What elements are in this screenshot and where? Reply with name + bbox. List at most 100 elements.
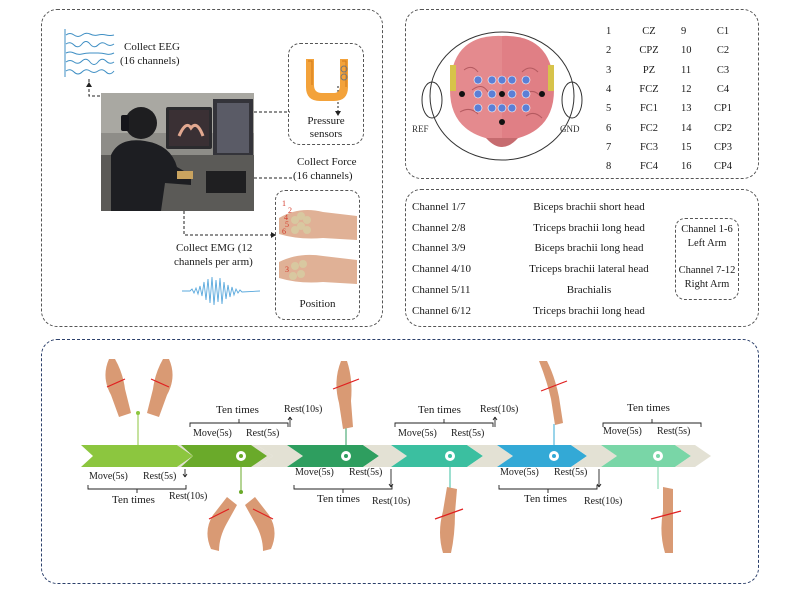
rest-label-6: Rest(5s): [657, 426, 691, 437]
pressure-sensor-box: [288, 43, 364, 145]
ten-times-label-4: Ten times: [418, 404, 461, 416]
eeg-channel-name: C3: [716, 64, 730, 76]
timeline-braces: [87, 416, 702, 493]
right-arm-channels: Channel 7-12: [678, 265, 736, 276]
eeg-channel-number: 7: [606, 141, 612, 153]
protocol-panel: [41, 339, 759, 584]
protocol-timeline: [81, 359, 711, 553]
rest-label-5: Rest(5s): [554, 467, 588, 478]
brain-icon: REF GND: [412, 31, 583, 161]
eeg-channel-number: 4: [606, 83, 612, 95]
ref-label: REF: [412, 124, 429, 134]
eeg-channel-name: C1: [716, 26, 730, 37]
eeg-channel-number: 14: [681, 122, 692, 134]
position-label: Position: [299, 298, 336, 310]
eeg-title: Collect EEG: [124, 41, 180, 53]
arm-assignment-box: [675, 218, 739, 300]
rest-label-3: Rest(5s): [349, 467, 383, 478]
eeg-channel-number: 10: [681, 45, 692, 57]
emg-muscle-label: Triceps brachii long head: [533, 221, 645, 234]
timeline-arrows: [81, 445, 711, 467]
eeg-channels: (16 channels): [120, 55, 180, 67]
eeg-channel-name: CP3: [713, 141, 733, 153]
eeg-channel-name: CPZ: [639, 45, 659, 57]
force-title: Collect Force: [297, 156, 357, 168]
emg-signal-icon: [182, 276, 260, 306]
clock-icon: [236, 451, 663, 461]
emg-channel-label: Channel 1/7: [412, 201, 466, 213]
right-arm-label: Right Arm: [684, 279, 730, 290]
emg-muscle-label: Brachialis: [566, 283, 612, 296]
eeg-channel-number: 6: [606, 122, 612, 134]
eeg-channel-name: FCZ: [639, 83, 659, 95]
rest-label-2: Rest(5s): [246, 428, 280, 439]
rest-long-label-3: Rest(10s): [372, 496, 411, 507]
eeg-channel-name: CZ: [642, 26, 656, 37]
movement-arrows: [106, 378, 682, 520]
emg-channel-label: Channel 2/8: [412, 221, 466, 234]
eeg-channel-name: FC1: [639, 103, 659, 115]
emg-channel-label: Channel 4/10: [412, 263, 471, 276]
emg-title-line1: Collect EMG (12: [176, 242, 253, 254]
hand-stems: [136, 411, 659, 494]
move-label-2: Move(5s): [193, 428, 232, 439]
move-label-1: Move(5s): [89, 471, 128, 482]
emg-table-panel: [405, 189, 759, 327]
eeg-channel-name: FC3: [639, 141, 659, 153]
ten-times-label-1: Ten times: [112, 494, 155, 506]
eeg-channel-number: 5: [606, 103, 612, 115]
move-label-3: Move(5s): [295, 467, 334, 478]
eeg-channel-number: 8: [606, 161, 612, 173]
eeg-channel-name: C2: [716, 45, 730, 57]
emg-muscle-label: Triceps brachii long head: [533, 304, 645, 317]
eeg-channel-number: 3: [606, 64, 612, 76]
rest-label-1: Rest(5s): [143, 471, 177, 482]
eeg-wave-icon: [64, 28, 118, 78]
emg-muscle-label: Triceps brachii lateral head: [529, 263, 649, 276]
emg-channel-label: Channel 3/9: [412, 242, 466, 255]
eeg-channel-number: 16: [681, 161, 692, 173]
emg-channel-label: Channel 5/11: [412, 283, 471, 296]
eeg-channel-number: 12: [681, 83, 692, 95]
emg-muscle-label: Biceps brachii short head: [533, 201, 645, 213]
rest-long-label-5: Rest(10s): [584, 496, 623, 507]
hand-icon: [105, 359, 673, 553]
eeg-channel-number: 9: [681, 26, 687, 37]
move-label-5: Move(5s): [500, 467, 539, 478]
electrode-number: 5: [285, 220, 289, 229]
rest-label-4: Rest(5s): [451, 428, 485, 439]
left-arm-label: Left Arm: [687, 238, 727, 249]
emg-channel-label: Channel 6/12: [412, 304, 471, 317]
electrode-number: 1: [282, 199, 286, 208]
eeg-channel-number: 1: [606, 26, 612, 37]
eeg-channel-name: C4: [716, 83, 730, 95]
electrode-number: 3: [285, 265, 289, 274]
ten-times-label-5: Ten times: [524, 493, 567, 505]
force-channels: (16 channels): [293, 170, 353, 182]
eeg-channel-name: PZ: [642, 64, 656, 76]
eeg-map-panel: [405, 9, 759, 179]
ten-times-label-3: Ten times: [317, 493, 360, 505]
eeg-channel-name: FC2: [639, 122, 659, 134]
gnd-label: GND: [560, 124, 580, 134]
position-box: [275, 190, 360, 320]
arm-icon: 1 2 4 5 6 3: [279, 199, 357, 284]
ten-times-label-2: Ten times: [216, 404, 259, 416]
rest-long-label-4: Rest(10s): [480, 404, 519, 415]
emg-muscle-label: Biceps brachii long head: [534, 242, 644, 255]
ten-times-label-6: Ten times: [627, 402, 670, 414]
pressure-label-line2: sensors: [309, 128, 343, 140]
electrode-number: 4: [284, 213, 288, 222]
rest-long-label-1: Rest(10s): [169, 491, 208, 502]
subject-photo: [101, 93, 254, 211]
eeg-channel-name: CP1: [713, 103, 733, 115]
move-label-6: Move(5s): [603, 426, 642, 437]
electrode-number: 6: [282, 227, 286, 236]
eeg-channel-name: CP4: [713, 161, 733, 173]
eeg-channel-number: 15: [681, 141, 692, 153]
pressure-label-line1: Pressure: [307, 115, 345, 127]
electrode-number: 2: [288, 206, 292, 215]
eeg-channel-number: 11: [681, 64, 692, 76]
left-arm-channels: Channel 1-6: [681, 224, 733, 235]
collection-panel: [41, 9, 383, 327]
